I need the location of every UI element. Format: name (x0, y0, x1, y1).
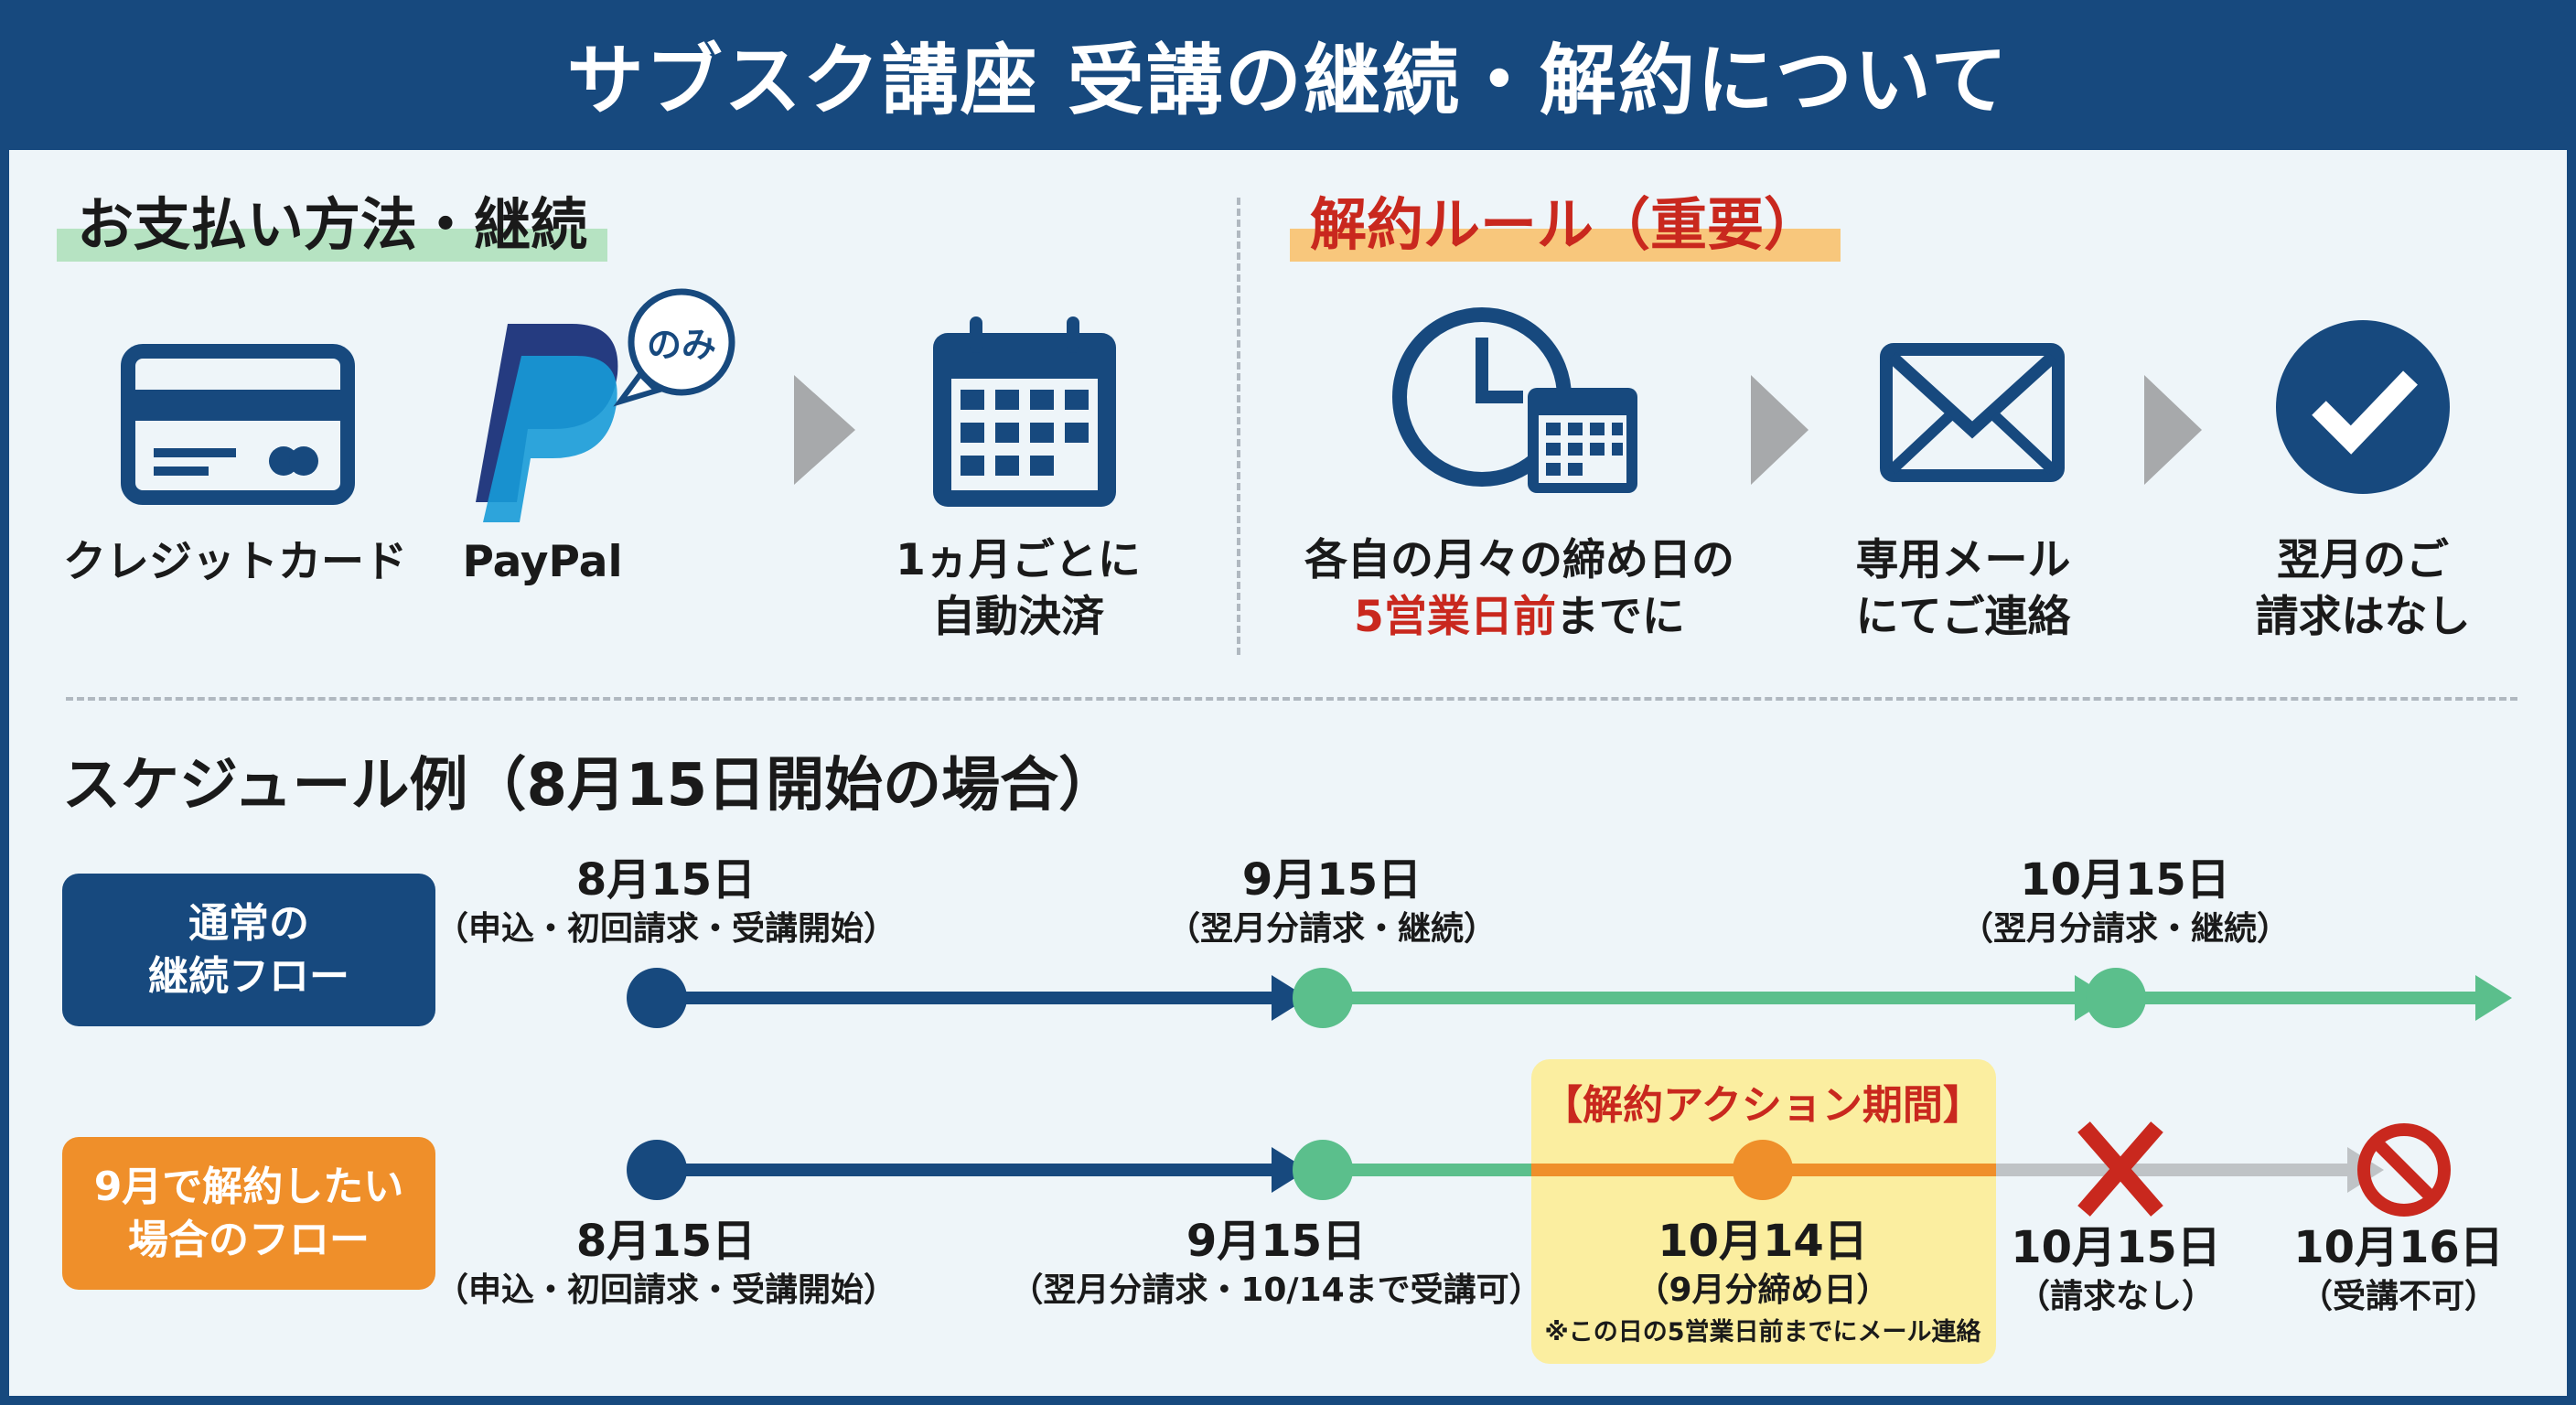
point-note: （9月分締め日） (1636, 1271, 1890, 1309)
timeline-dot (1733, 1140, 1793, 1200)
timeline-point: 8月15日 （申込・初回請求・受講開始） (435, 853, 896, 951)
point-note: （申込・初回請求・受講開始） (435, 910, 897, 948)
point-date: 9月15日 (1241, 854, 1422, 906)
section-separator (66, 697, 2517, 701)
no-billing-label: 翌月のご請求はなし (2256, 532, 2471, 646)
action-period-label: 【解約アクション期間】 (1542, 1082, 1983, 1129)
header: サブスク講座 受講の継続・解約について (0, 0, 2576, 148)
content-panel: お支払い方法・継続 解約ルール（重要） のみ クレジットカード PayPal 1… (9, 150, 2567, 1396)
calendar-icon (933, 316, 1116, 507)
timeline-dot (627, 1140, 687, 1200)
cancel-flow-label: 9月で解約したい場合のフロー (62, 1137, 435, 1290)
point-date: 10月15日 (2011, 1222, 2221, 1273)
point-note: （申込・初回請求・受講開始） (435, 1271, 897, 1309)
label-line: 翌月のご (2277, 535, 2449, 585)
credit-card-icon (121, 344, 355, 505)
timeline-point: 10月14日 （9月分締め日） ※この日の5営業日前までにメール連絡 (1544, 1214, 1980, 1353)
point-date: 10月14日 (1658, 1216, 1868, 1267)
timeline-point: 10月16日 （受講不可） (2293, 1220, 2504, 1319)
label-line: までに (1555, 592, 1685, 642)
label-line: 場合のフロー (128, 1216, 370, 1263)
paypal-icon (476, 324, 618, 522)
no-billing-x-icon (2077, 1121, 2163, 1217)
label-line: 各自の月々の締め日の (1304, 535, 1734, 585)
rule-icons (121, 288, 2450, 522)
point-date: 8月15日 (575, 1216, 757, 1267)
label-line: 継続フロー (148, 952, 349, 1000)
cancel-rule-heading: 解約ルール（重要） (1290, 188, 1841, 262)
timeline-point: 10月15日 （翌月分請求・継続） (1960, 853, 2290, 951)
timeline-dot (627, 968, 687, 1028)
speech-bubble-icon (613, 288, 735, 407)
contact-label: 専用メールにてご連絡 (1856, 532, 2071, 646)
paypal-label: PayPal (462, 537, 623, 587)
point-note: （翌月分請求・継続） (1959, 910, 2291, 948)
timeline-dot (1293, 1140, 1353, 1200)
payment-heading: お支払い方法・継続 (57, 188, 608, 262)
label-line: にてご連絡 (1855, 592, 2071, 642)
label-line: 9月で解約したい (93, 1163, 404, 1210)
label-line: 専用メール (1855, 535, 2071, 585)
point-note: （受講不可） (2299, 1278, 2498, 1315)
check-circle-icon (2276, 320, 2450, 494)
deadline-highlight: 5営業日前 (1354, 592, 1556, 642)
clock-calendar-icon (1392, 307, 1637, 493)
arrow-icon (1751, 375, 1809, 485)
point-note: （翌月分請求・継続） (1166, 910, 1497, 948)
action-period-box (1531, 1059, 1996, 1364)
timeline-point: 8月15日 （申込・初回請求・受講開始） (435, 1214, 896, 1313)
timeline-point: 9月15日 （翌月分請求・継続） (1167, 853, 1497, 951)
cancel-timeline (627, 1121, 2451, 1217)
point-note: （翌月分請求・10/14まで受講可） (1010, 1271, 1542, 1309)
point-date: 8月15日 (575, 854, 757, 906)
timeline-point: 10月15日 （請求なし） (2011, 1220, 2221, 1319)
normal-flow-label: 通常の継続フロー (62, 874, 435, 1026)
point-date: 10月15日 (2020, 854, 2230, 906)
timeline-dot (2086, 968, 2146, 1028)
section-divider (1237, 198, 1240, 655)
normal-timeline (627, 968, 2512, 1028)
deadline-label: 各自の月々の締め日の 5営業日前までに (1304, 532, 1734, 646)
prohibited-icon (2357, 1123, 2451, 1217)
label-line: 通常の (188, 899, 309, 947)
timelines (627, 968, 2512, 1217)
label-line: 自動決済 (931, 592, 1104, 642)
arrow-icon (794, 375, 855, 485)
point-date: 9月15日 (1186, 1216, 1367, 1267)
label-line: 1ヵ月ごとに (896, 535, 1141, 585)
arrow-icon (2144, 375, 2202, 485)
schedule-heading: スケジュール例（8月15日開始の場合） (62, 752, 1118, 820)
monthly-billing-label: 1ヵ月ごとに自動決済 (896, 532, 1141, 646)
point-date: 10月16日 (2293, 1222, 2504, 1273)
timeline-point: 9月15日 （翌月分請求・10/14まで受講可） (1010, 1214, 1541, 1313)
point-note: （請求なし） (2016, 1278, 2216, 1315)
paypal-only-badge: のみ (646, 325, 717, 365)
point-extra-note: ※この日の5営業日前までにメール連絡 (1544, 1318, 1981, 1346)
timeline-dot (1293, 968, 1353, 1028)
envelope-icon (1880, 343, 2065, 482)
label-line: 請求はなし (2255, 592, 2471, 642)
credit-card-label: クレジットカード (63, 537, 407, 587)
page-title: サブスク講座 受講の継続・解約について (566, 35, 2010, 125)
